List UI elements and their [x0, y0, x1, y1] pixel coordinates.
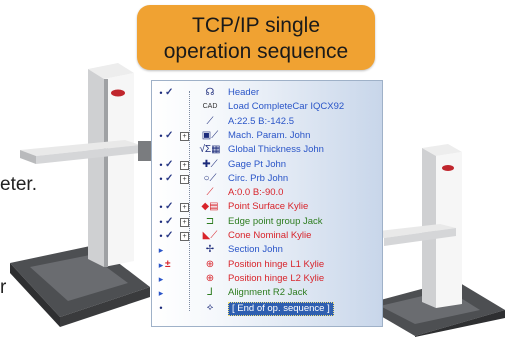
sequence-row[interactable]: •✓ + ◆▤ Point Surface Kylie [152, 201, 382, 213]
sequence-row[interactable]: ⟋ A:22.5 B:-142.5 [152, 116, 382, 128]
sequence-row[interactable]: •✓ + ⊐ Edge point group Jack [152, 216, 382, 228]
cone-icon: ◣⟋ [202, 230, 218, 241]
edge-point-icon: ⊐ [205, 215, 215, 227]
callout-line-2: operation sequence [163, 40, 349, 63]
status-dot-icon: ▸ [158, 273, 164, 284]
title-callout: TCP/IP single operation sequence [137, 5, 375, 70]
sequence-row-label: Cone Nominal Kylie [228, 230, 312, 241]
probe-icon: ⟋ [206, 115, 214, 127]
sequence-row[interactable]: •✓ ☊ Header [152, 87, 382, 99]
sequence-row-label: [ End of op. sequence ] [228, 301, 334, 316]
check-icon: ✓ [165, 215, 174, 227]
status-dot-icon: • [159, 159, 163, 170]
status-dot-icon: ▸ [158, 245, 164, 256]
expand-icon[interactable]: + [180, 131, 189, 141]
gage-point-icon: ✚⟋ [202, 158, 218, 170]
sequence-row-label: Position hinge L1 Kylie [228, 258, 325, 270]
sequence-row[interactable]: •✓ + ▣⟋ Mach. Param. John [152, 130, 382, 142]
status-dot-icon: • [159, 130, 163, 141]
left-cmm-machine [10, 63, 165, 327]
expand-icon[interactable]: + [180, 217, 189, 227]
sequence-row-label: A:0.0 B:-90.0 [228, 187, 284, 199]
sequence-row-label: Gage Pt John [228, 158, 287, 170]
sequence-row-label: Global Thickness John [228, 144, 324, 156]
check-icon: ✓ [165, 230, 174, 241]
expand-icon[interactable]: + [180, 203, 189, 213]
section-icon: ✢ [205, 244, 215, 256]
cad-icon: CAD [202, 103, 218, 111]
sequence-row-label: Point Surface Kylie [228, 201, 309, 213]
check-icon: ✓ [165, 158, 174, 170]
alignment-icon: ⅃ [207, 287, 213, 299]
status-dot-icon: • [159, 231, 163, 241]
sequence-row-label: Circ. Prb John [228, 172, 289, 184]
clipped-text-fragment: r [0, 277, 7, 298]
machine-param-icon: ▣⟋ [201, 129, 219, 141]
sequence-row[interactable]: ⟋ A:0.0 B:-90.0 [152, 187, 382, 199]
circle-probe-icon: ○⟋ [203, 172, 217, 184]
end-sequence-icon: ⟡ [206, 301, 214, 313]
sequence-row[interactable]: ▸ ⅃ Alignment R2 Jack [152, 287, 382, 299]
point-surface-icon: ◆▤ [201, 201, 219, 213]
tolerance-icon: ± [165, 258, 171, 270]
status-dot-icon: • [159, 302, 163, 313]
sequence-row[interactable]: ▸ ✢ Section John [152, 244, 382, 256]
target-icon: ⊕ [205, 258, 215, 270]
tree-connector-line [189, 91, 190, 311]
sequence-row[interactable]: •✓ + ◣⟋ Cone Nominal Kylie [152, 230, 382, 242]
check-icon: ✓ [165, 87, 174, 98]
sequence-row-label: Section John [228, 244, 283, 256]
sequence-row-label: Mach. Param. John [228, 129, 311, 141]
sequence-row-label: A:22.5 B:-142.5 [228, 115, 295, 127]
sequence-row-label: Header [228, 87, 260, 98]
sequence-row-label: Load CompleteCar IQCX92 [228, 101, 345, 113]
sequence-row-label: Edge point group Jack [228, 215, 323, 227]
target-icon: ⊕ [205, 272, 215, 284]
check-icon: ✓ [165, 129, 174, 141]
callout-line-1: TCP/IP single [192, 14, 320, 37]
sequence-row-label: Alignment R2 Jack [228, 287, 308, 299]
sequence-row[interactable]: ▸ ⊕ Position hinge L2 Kylie [152, 273, 382, 285]
status-dot-icon: ▸ [158, 288, 164, 299]
thickness-icon: √Σ▦ [199, 144, 221, 156]
sequence-row[interactable]: √Σ▦ Global Thickness John [152, 144, 382, 156]
right-cmm-machine [360, 144, 505, 337]
probe-icon: ⟋ [206, 187, 214, 199]
sequence-row[interactable]: CAD Load CompleteCar IQCX92 [152, 101, 382, 113]
status-dot-icon: • [159, 173, 163, 184]
sequence-row[interactable]: •✓ + ✚⟋ Gage Pt John [152, 159, 382, 171]
expand-icon[interactable]: + [180, 160, 189, 170]
sequence-row[interactable]: ▸± ⊕ Position hinge L1 Kylie [152, 259, 382, 271]
sequence-row[interactable]: •✓ + ○⟋ Circ. Prb John [152, 173, 382, 185]
sequence-row-label: Position hinge L2 Kylie [228, 272, 325, 284]
status-dot-icon: • [159, 88, 163, 98]
status-dot-icon: • [159, 202, 163, 213]
expand-icon[interactable]: + [180, 232, 189, 241]
check-icon: ✓ [165, 172, 174, 184]
status-dot-icon: • [159, 216, 163, 227]
status-dot-icon: ▸ [158, 259, 164, 270]
check-icon: ✓ [165, 201, 174, 213]
expand-icon[interactable]: + [180, 174, 189, 184]
clipped-text-fragment: eter. [0, 174, 37, 195]
sequence-row[interactable]: • ⟡ [ End of op. sequence ] [152, 301, 382, 316]
helmet-icon: ☊ [205, 87, 215, 98]
